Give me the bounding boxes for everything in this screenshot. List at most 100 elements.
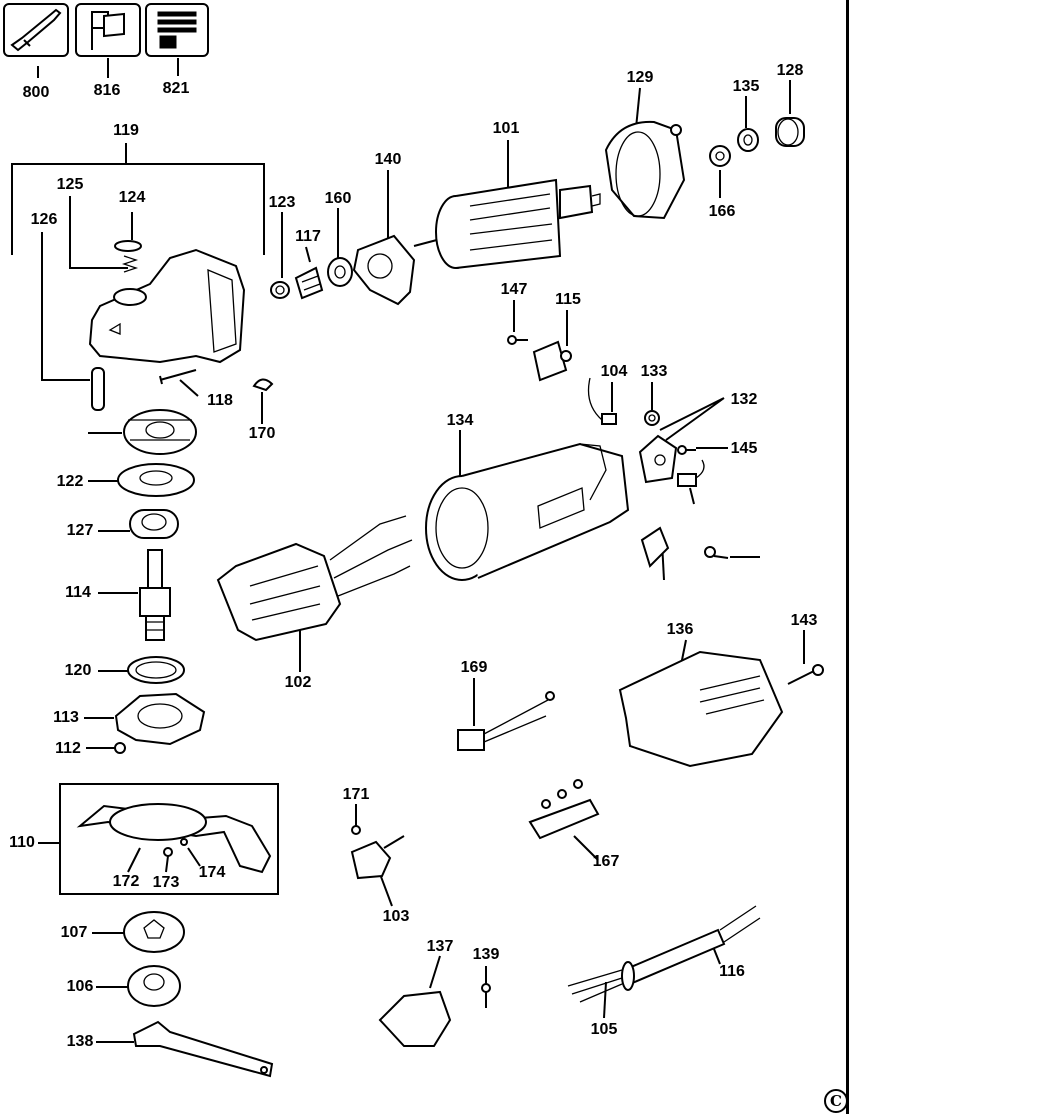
part-label-103: 103 — [382, 908, 410, 925]
part-interference-suppressor — [457, 691, 555, 751]
part-label-112: 112 — [55, 740, 81, 757]
leader-lines — [37, 58, 805, 1043]
part-label-143: 143 — [790, 612, 818, 629]
part-ring-120 — [127, 656, 185, 684]
part-label-140: 140 — [374, 151, 402, 168]
part-label-160: 160 — [324, 190, 352, 207]
part-115-top — [532, 340, 572, 382]
part-label-167: 167 — [592, 853, 620, 870]
part-field-coil — [216, 515, 413, 642]
icon-800-grease-gun — [3, 3, 69, 57]
part-nut-123 — [270, 281, 290, 299]
part-pin — [91, 367, 105, 411]
part-label-104: 104 — [600, 363, 628, 380]
part-plate-140 — [352, 234, 416, 306]
part-switch — [350, 825, 405, 880]
bracket-119 — [11, 143, 265, 255]
part-label-145: 145 — [730, 440, 758, 457]
part-label-147: 147 — [500, 281, 528, 298]
part-guard — [76, 803, 272, 874]
part-label-119: 119 — [113, 122, 139, 139]
copyright-mark: C — [824, 1089, 848, 1113]
part-bearing-127 — [129, 509, 179, 539]
part-label-170: 170 — [248, 425, 276, 442]
part-label-101: 101 — [492, 120, 520, 137]
part-122 — [117, 463, 195, 497]
part-label-137: 137 — [426, 938, 454, 955]
part-label-116: 116 — [719, 963, 745, 980]
part-cable-sleeve — [567, 905, 761, 1003]
part-label-125: 125 — [56, 176, 84, 193]
part-spindle-114 — [139, 549, 171, 641]
part-label-169: 169 — [460, 659, 488, 676]
part-label-136: 136 — [666, 621, 694, 638]
part-label-173: 173 — [152, 874, 180, 891]
part-label-118: 118 — [207, 392, 233, 409]
part-terminal-block — [528, 779, 600, 840]
part-label-135: 135 — [732, 78, 760, 95]
part-label-800: 800 — [22, 84, 50, 101]
part-170 — [252, 378, 274, 392]
part-cable-clamp — [378, 990, 452, 1047]
part-nut-107 — [123, 911, 185, 953]
part-label-138: 138 — [66, 1033, 94, 1050]
part-label-139: 139 — [472, 946, 500, 963]
part-bearing-160 — [327, 257, 353, 287]
part-label-128: 128 — [776, 62, 804, 79]
part-label-132: 132 — [730, 391, 758, 408]
part-label-172: 172 — [112, 873, 140, 890]
part-spanner — [132, 1020, 274, 1078]
part-armature — [413, 178, 601, 269]
part-screw-143 — [787, 664, 824, 685]
icon-821-manual — [145, 3, 209, 57]
part-label-821: 821 — [162, 80, 190, 97]
part-screw-147-bottom — [704, 546, 729, 559]
part-label-123: 123 — [268, 194, 296, 211]
part-screw-145 — [677, 445, 696, 455]
part-gear-117 — [123, 409, 197, 455]
part-135 — [737, 128, 759, 152]
part-pinion-117 — [294, 266, 324, 300]
right-border-line — [846, 0, 849, 1114]
part-label-106: 106 — [66, 978, 94, 995]
part-166 — [709, 145, 731, 167]
part-label-124: 124 — [118, 189, 146, 206]
part-label-166: 166 — [708, 203, 736, 220]
part-128 — [775, 117, 805, 147]
part-screw-147-top — [507, 335, 528, 345]
part-screw-139 — [481, 983, 491, 1008]
part-label-122: 122 — [56, 473, 84, 490]
part-screw-112 — [114, 742, 126, 754]
part-label-110: 110 — [9, 834, 35, 851]
part-104-top — [587, 377, 617, 425]
part-label-133: 133 — [640, 363, 668, 380]
part-spring-133 — [644, 410, 660, 426]
part-label-113: 113 — [53, 709, 79, 726]
part-label-107: 107 — [60, 924, 88, 941]
part-motor-housing — [425, 442, 630, 581]
part-label-117: 117 — [295, 228, 321, 245]
part-label-114: 114 — [65, 584, 91, 601]
part-flange-113 — [114, 692, 206, 746]
part-label-174: 174 — [198, 864, 226, 881]
part-screw-118 — [159, 369, 197, 385]
frame-110 — [59, 783, 279, 895]
part-label-102: 102 — [284, 674, 312, 691]
icon-816-flags — [75, 3, 141, 57]
part-label-105: 105 — [590, 1021, 618, 1038]
part-104-bottom — [677, 459, 705, 487]
part-gear-housing — [88, 240, 246, 364]
part-115-bottom — [640, 526, 670, 568]
part-label-127: 127 — [66, 522, 94, 539]
part-rear-cover — [618, 650, 784, 768]
part-label-126: 126 — [30, 211, 58, 228]
part-fan-cover — [604, 120, 686, 220]
part-label-816: 816 — [93, 82, 121, 99]
part-label-171: 171 — [342, 786, 370, 803]
part-brush-holder-132 — [638, 434, 678, 484]
part-label-115: 115 — [555, 291, 581, 308]
part-label-120: 120 — [64, 662, 92, 679]
part-label-134: 134 — [446, 412, 474, 429]
